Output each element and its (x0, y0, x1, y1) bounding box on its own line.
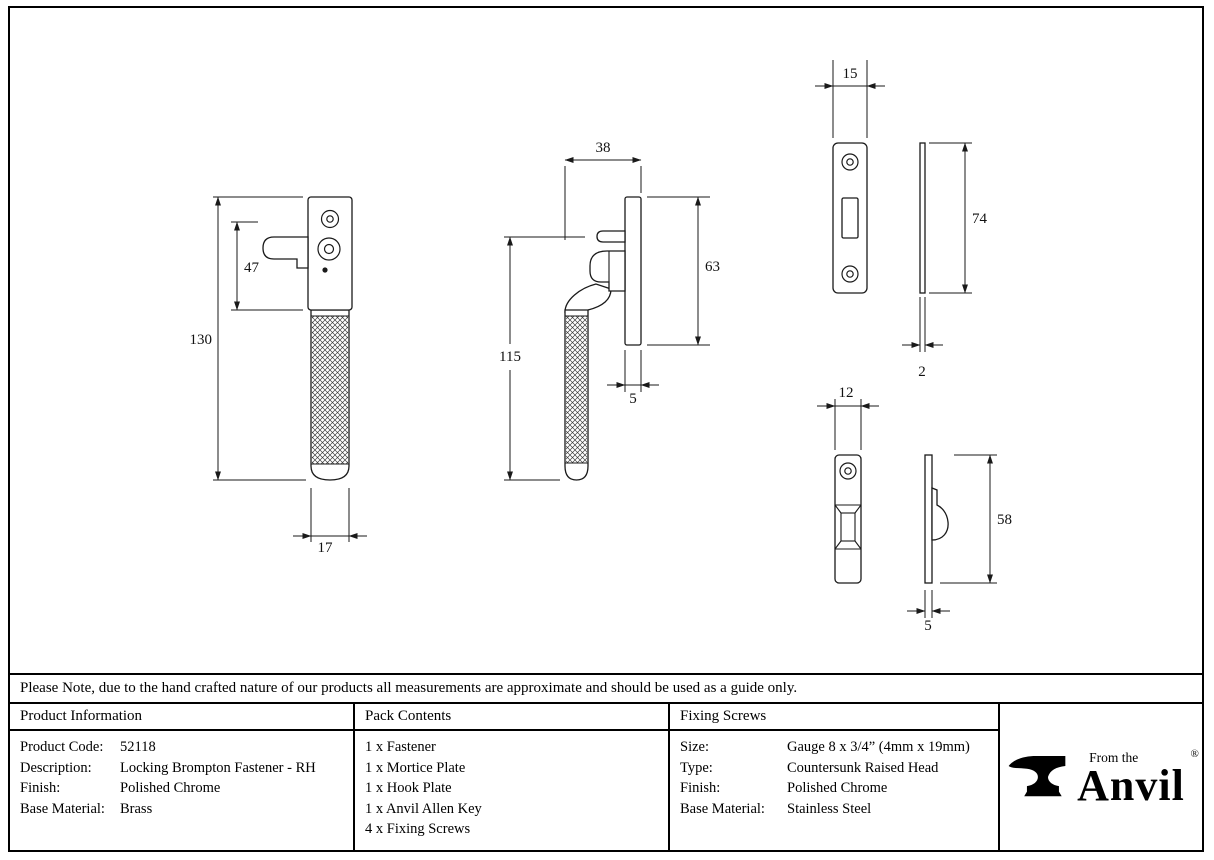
spec-row: Size: Gauge 8 x 3/4” (4mm x 19mm) (680, 737, 992, 758)
brand-name: Anvil (1077, 760, 1185, 810)
side-neck (564, 283, 612, 313)
spec-row: Base Material: Stainless Steel (680, 799, 992, 820)
header-pack-contents: Pack Contents (355, 704, 670, 731)
header-product-information: Product Information (10, 704, 355, 731)
pack-item: 1 x Anvil Allen Key (365, 800, 482, 817)
spec-value: Stainless Steel (787, 800, 872, 817)
side-latch-hook (589, 250, 626, 292)
pack-contents-cell: 1 x Fastener 1 x Mortice Plate 1 x Hook … (355, 731, 670, 850)
dim-side-plate-height: 63 (705, 259, 720, 275)
pack-item: 1 x Fastener (365, 739, 436, 755)
spec-label: Finish: (680, 780, 721, 796)
fastener-side-view: 38 115 63 5 (499, 140, 720, 481)
spec-value: Polished Chrome (120, 780, 221, 796)
spec-label: Product Code: (20, 739, 104, 755)
hook-plate-side (924, 454, 933, 584)
spec-label: Description: (20, 759, 92, 776)
spec-row: Type: Countersunk Raised Head (680, 758, 992, 779)
drawings-svg: 130 47 17 (190, 60, 1012, 634)
spec-value: Countersunk Raised Head (787, 759, 939, 776)
spec-label: Type: (680, 759, 713, 776)
brand-text: From the Anvil ® (1077, 747, 1199, 810)
spec-row: Product Code: 52118 (20, 737, 347, 758)
spec-value: Brass (120, 800, 153, 817)
dim-hook-thickness: 5 (924, 618, 932, 634)
dim-hook-height: 58 (997, 512, 1012, 528)
note-row: Please Note, due to the hand crafted nat… (10, 673, 1202, 702)
dim-mortice-height: 74 (972, 211, 988, 227)
product-information-cell: Product Code: 52118 Description: Locking… (10, 731, 355, 850)
lock-cylinder (317, 237, 341, 261)
spec-label: Base Material: (680, 800, 765, 817)
pack-item: 1 x Hook Plate (365, 780, 452, 796)
dim-side-plate-thickness: 5 (629, 391, 637, 407)
mortice-slot (841, 197, 859, 239)
dim-front-handle-offset: 47 (244, 260, 260, 276)
spec-value: Locking Brompton Fastener - RH (120, 759, 316, 776)
side-latch-nose (596, 230, 626, 243)
spec-row: Description: Locking Brompton Fastener -… (20, 758, 347, 779)
hook-profile (931, 487, 949, 541)
fixing-screws-cell: Size: Gauge 8 x 3/4” (4mm x 19mm) Type: … (670, 731, 1000, 850)
pack-item: 1 x Mortice Plate (365, 759, 466, 776)
technical-drawings: 130 47 17 (10, 8, 1202, 673)
note-text: Please Note, due to the hand crafted nat… (20, 680, 798, 696)
spec-row: Base Material: Brass (20, 799, 347, 820)
mortice-plate-side (919, 142, 926, 294)
dim-hook-width: 12 (839, 385, 854, 401)
side-plate (624, 196, 642, 346)
lock-pin (322, 267, 328, 273)
brand-tagline: From the (1089, 749, 1139, 765)
hook-plate-front (834, 454, 862, 584)
spec-value: Gauge 8 x 3/4” (4mm x 19mm) (787, 739, 970, 755)
pack-item: 4 x Fixing Screws (365, 821, 471, 837)
spec-value: 52118 (120, 739, 156, 755)
spec-row: Finish: Polished Chrome (680, 778, 992, 799)
spec-value: Polished Chrome (787, 780, 888, 796)
dim-mortice-width: 15 (843, 66, 858, 82)
spec-label: Size: (680, 739, 709, 755)
spec-row: Finish: Polished Chrome (20, 778, 347, 799)
hook-plate-views: 12 58 5 (817, 385, 1012, 634)
spec-label: Base Material: (20, 800, 105, 817)
spec-label: Finish: (20, 780, 61, 796)
dim-side-depth: 38 (596, 140, 611, 156)
fastener-arm (262, 236, 309, 269)
screw-hole (320, 209, 340, 229)
mortice-plate-views: 15 74 2 (815, 60, 988, 380)
dim-front-width: 17 (318, 540, 334, 556)
registered-mark-icon: ® (1190, 747, 1199, 760)
fastener-front-view: 130 47 17 (190, 196, 367, 556)
dim-mortice-thickness: 2 (918, 364, 926, 380)
spec-sheet: 130 47 17 (8, 6, 1204, 852)
header-fixing-screws: Fixing Screws (670, 704, 1000, 731)
spec-table: Product Information Pack Contents Fixing… (10, 702, 1202, 850)
dim-front-height: 130 (190, 332, 213, 348)
brand-logo: From the Anvil ® (1000, 704, 1202, 850)
dim-side-length: 115 (499, 349, 521, 365)
anvil-icon (1008, 755, 1066, 797)
